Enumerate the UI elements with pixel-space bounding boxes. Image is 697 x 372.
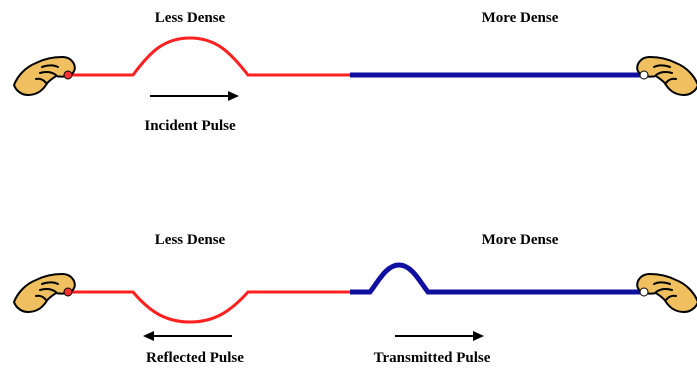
incident-less-dense-rope [62, 36, 350, 77]
transmitted-more-dense-rope [350, 262, 648, 295]
hand-icon [636, 56, 697, 96]
hand-icon [13, 273, 76, 313]
hand-icon [13, 56, 76, 96]
arrow-right-icon [395, 331, 484, 341]
arrow-left-icon [143, 331, 232, 341]
incident-panel: Less Dense More Dense Incident Pulse [13, 10, 697, 134]
reflection-right-medium-label: More Dense [482, 232, 559, 248]
reflected-pulse-label: Reflected Pulse [146, 350, 244, 366]
reflection-left-medium-label: Less Dense [155, 232, 226, 248]
incident-pulse-label: Incident Pulse [144, 118, 236, 134]
reflection-panel: Less Dense More Dense Reflected Pulse Tr… [13, 232, 697, 366]
arrow-right-icon [150, 91, 239, 101]
transmitted-pulse-label: Transmitted Pulse [374, 350, 491, 366]
incident-left-medium-label: Less Dense [155, 10, 226, 26]
reflected-less-dense-rope [62, 290, 350, 324]
incident-right-medium-label: More Dense [482, 10, 559, 26]
hand-icon [636, 273, 697, 313]
